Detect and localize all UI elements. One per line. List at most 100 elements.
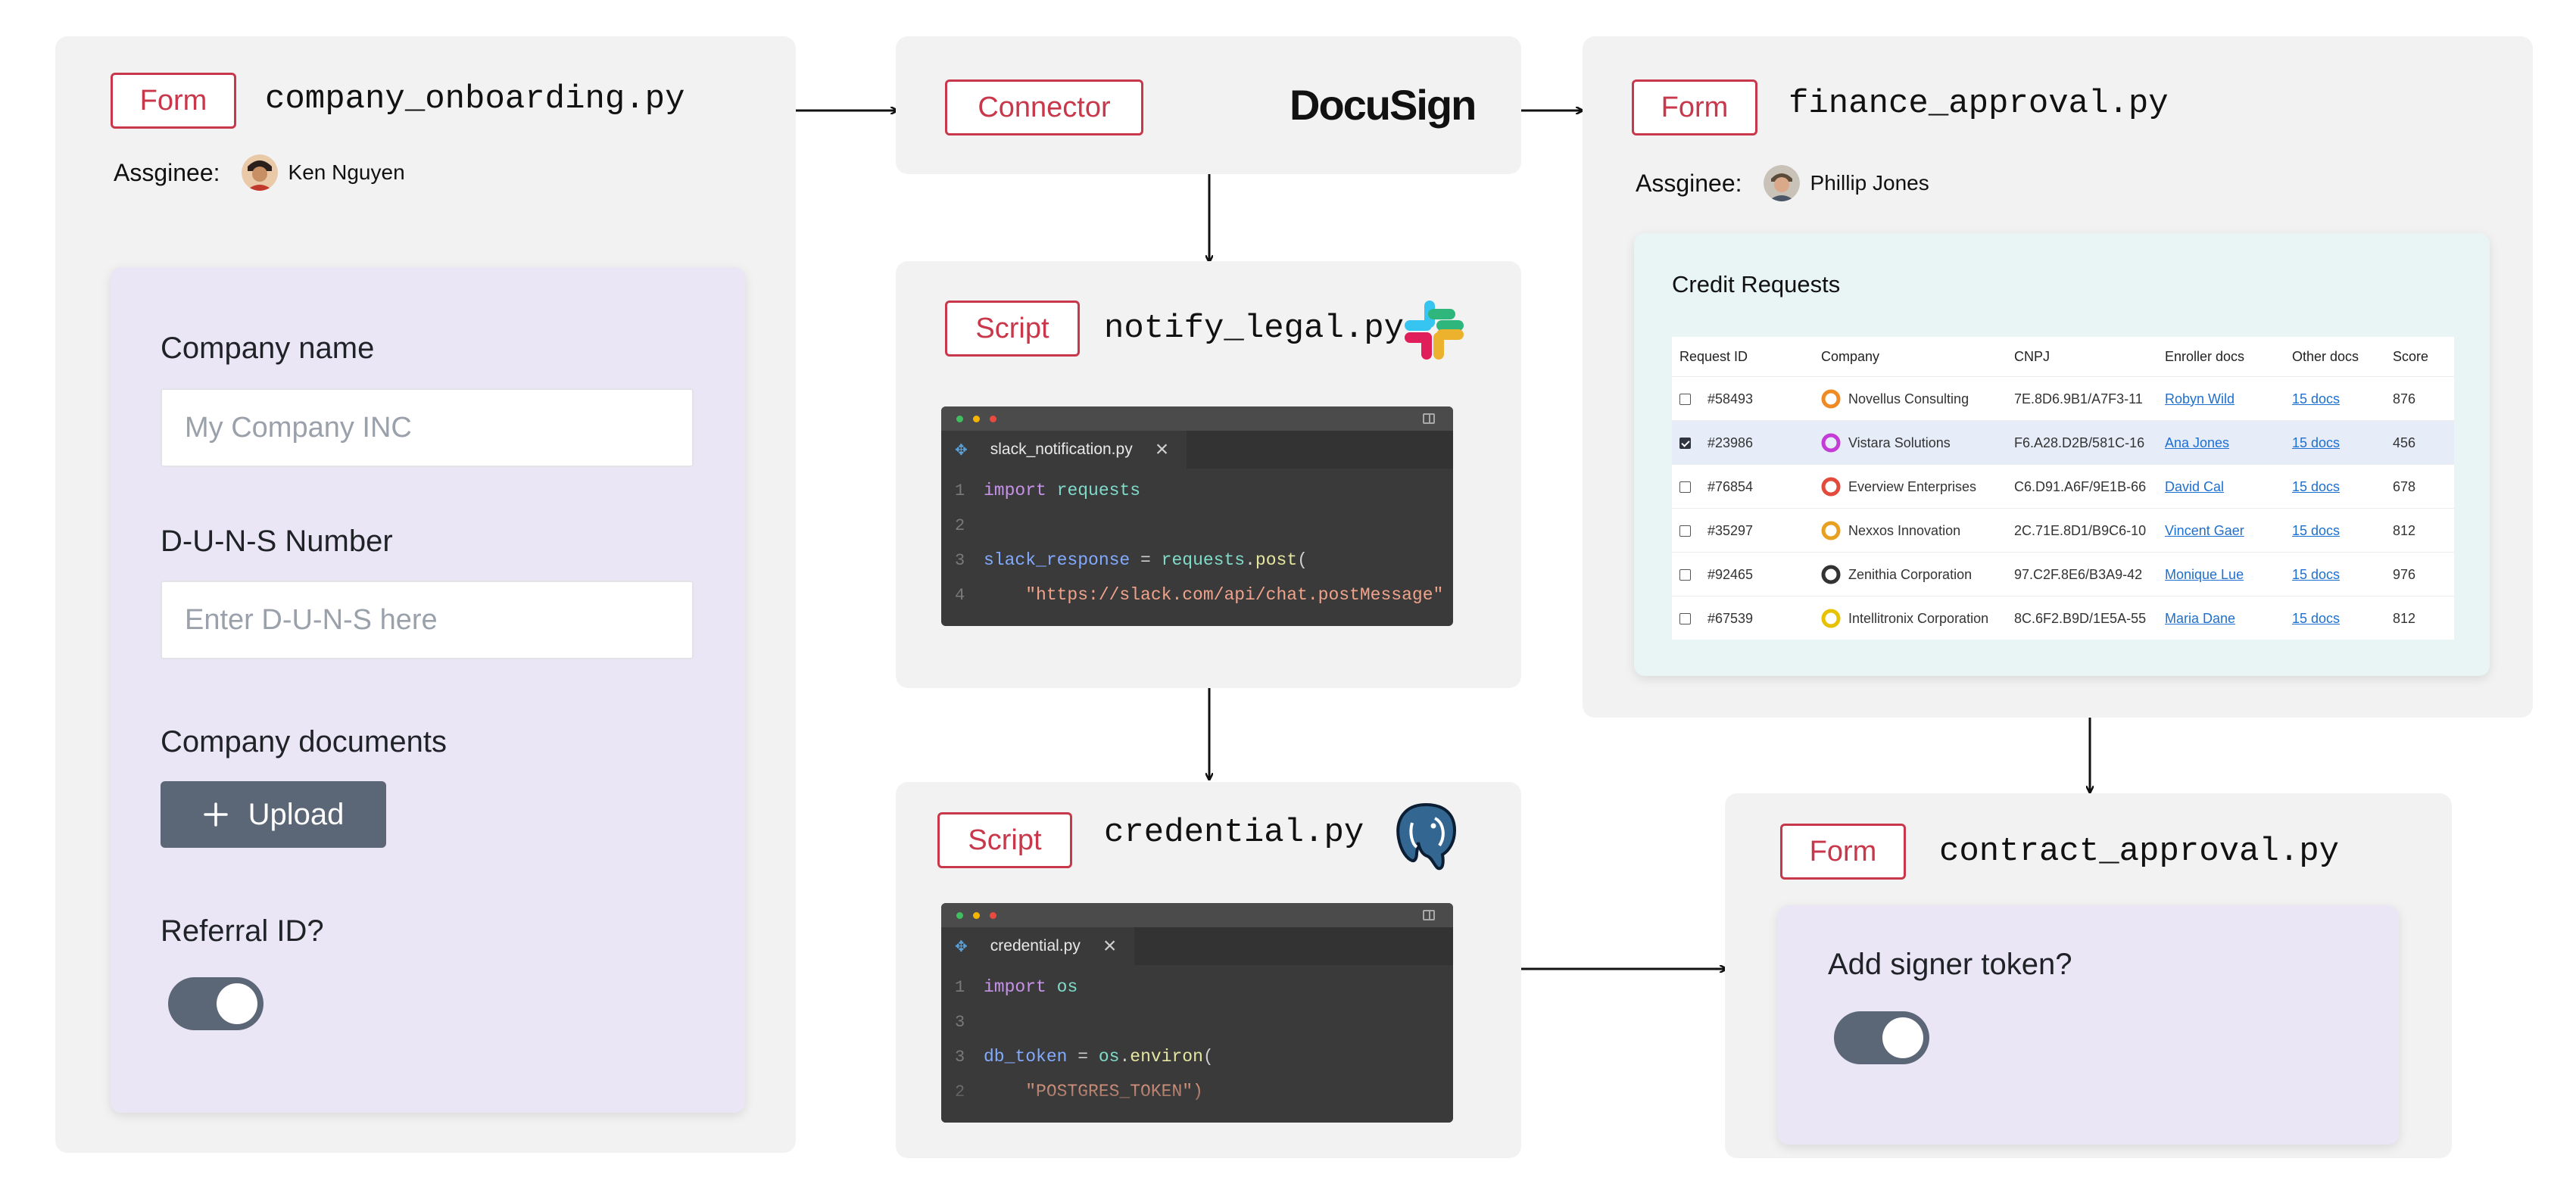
assignee: Assginee: Ken Nguyen: [114, 154, 405, 191]
onboarding-form: Company name My Company INC D-U-N-S Numb…: [111, 267, 745, 1113]
contract-approval-card: Form contract_approval.py Add signer tok…: [1725, 793, 2452, 1158]
editor-tab-label: credential.py: [990, 937, 1081, 955]
column-header[interactable]: Other docs: [2292, 349, 2359, 365]
code-line: 4 "https://slack.com/api/chat.postMessag…: [941, 578, 1443, 612]
cnpj-value: C6.D91.A6F/9E1B-66: [2014, 465, 2146, 509]
other-docs-link[interactable]: 15 docs: [2292, 421, 2340, 465]
company-name: Vistara Solutions: [1848, 435, 1951, 451]
enroller-docs-link[interactable]: Maria Dane: [2165, 596, 2235, 640]
node-filename: finance_approval.py: [1789, 85, 2169, 123]
row-checkbox[interactable]: [1679, 481, 1691, 493]
duns-number-input[interactable]: Enter D-U-N-S here: [161, 581, 694, 659]
score-value: 976: [2393, 553, 2415, 596]
row-checkbox[interactable]: [1679, 438, 1691, 449]
company-logo-icon: [1821, 477, 1841, 497]
connector-tag: Connector: [945, 79, 1143, 135]
enroller-docs-link[interactable]: David Cal: [2165, 465, 2224, 509]
assignee-label: Assginee:: [114, 159, 220, 187]
company-name-input[interactable]: My Company INC: [161, 388, 694, 467]
row-checkbox[interactable]: [1679, 613, 1691, 624]
code-editor: ✥ slack_notification.py × 1import reques…: [941, 406, 1453, 626]
code-line: 2: [941, 508, 984, 543]
table-row[interactable]: #23986 Vistara Solutions F6.A28.D2B/581C-1…: [1672, 420, 2454, 464]
company-logo-icon: [1821, 565, 1841, 584]
row-checkbox[interactable]: [1679, 569, 1691, 581]
add-signer-token-toggle[interactable]: [1834, 1011, 1929, 1064]
credential-card: Script credential.py ✥ credential.py × 1…: [896, 782, 1521, 1158]
code-line: 1import os: [941, 970, 1077, 1004]
add-signer-token-label: Add signer token?: [1828, 948, 2072, 982]
cnpj-value: F6.A28.D2B/581C-16: [2014, 421, 2144, 465]
other-docs-link[interactable]: 15 docs: [2292, 553, 2340, 596]
enroller-docs-link[interactable]: Ana Jones: [2165, 421, 2229, 465]
enroller-docs-link[interactable]: Robyn Wild: [2165, 377, 2235, 421]
column-header[interactable]: Score: [2393, 349, 2428, 365]
column-header[interactable]: Enroller docs: [2165, 349, 2244, 365]
enroller-docs-link[interactable]: Monique Lue: [2165, 553, 2244, 596]
row-checkbox[interactable]: [1679, 525, 1691, 537]
window-dot: [956, 416, 963, 422]
notify-legal-card: Script notify_legal.py ✥ slack_notificat…: [896, 261, 1521, 688]
avatar: [242, 154, 278, 191]
row-checkbox[interactable]: [1679, 394, 1691, 405]
table-body: #58493Novellus Consulting7E.8D6.9B1/A7F3…: [1672, 376, 2454, 640]
cnpj-value: 97.C2F.8E6/B3A9-42: [2014, 553, 2142, 596]
other-docs-link[interactable]: 15 docs: [2292, 509, 2340, 553]
request-id: #35297: [1707, 523, 1753, 539]
assignee-name: Phillip Jones: [1810, 171, 1929, 195]
python-file-icon: ✥: [955, 937, 968, 956]
score-value: 876: [2393, 377, 2415, 421]
form-tag: Form: [1632, 79, 1757, 135]
node-filename: credential.py: [1104, 814, 1364, 852]
cnpj-value: 2C.71E.8D1/B9C6-10: [2014, 509, 2146, 553]
slack-logo-icon: [1402, 297, 1467, 363]
company-name-label: Company name: [161, 332, 374, 366]
request-id: #76854: [1707, 479, 1753, 495]
close-tab-icon[interactable]: ×: [1103, 935, 1117, 958]
request-id: #67539: [1707, 611, 1753, 627]
window-dot: [973, 912, 980, 919]
assignee-name: Ken Nguyen: [288, 160, 405, 185]
enroller-docs-link[interactable]: Vincent Gaer: [2165, 509, 2244, 553]
close-tab-icon[interactable]: ×: [1155, 438, 1169, 461]
other-docs-link[interactable]: 15 docs: [2292, 377, 2340, 421]
other-docs-link[interactable]: 15 docs: [2292, 596, 2340, 640]
company-logo-icon: [1821, 609, 1841, 628]
upload-button[interactable]: Upload: [161, 781, 386, 848]
request-id: #23986: [1707, 435, 1753, 451]
window-dot: [973, 416, 980, 422]
split-view-icon[interactable]: [1423, 910, 1435, 920]
finance-approval-card: Form finance_approval.py Assginee: Phill…: [1583, 36, 2533, 718]
column-header[interactable]: Company: [1821, 349, 1879, 365]
table-row[interactable]: #35297 Nexxos Innovation 2C.71E.8D1/B9C6-1…: [1672, 508, 2454, 552]
editor-tab[interactable]: ✥ credential.py ×: [941, 927, 1134, 965]
company-name: Novellus Consulting: [1848, 391, 1969, 407]
column-header[interactable]: Request ID: [1679, 349, 1748, 365]
company-logo-icon: [1821, 433, 1841, 453]
editor-tab[interactable]: ✥ slack_notification.py ×: [941, 431, 1187, 469]
plus-icon: [203, 802, 229, 827]
company-documents-label: Company documents: [161, 725, 447, 759]
assignee: Assginee: Phillip Jones: [1636, 165, 1929, 201]
code-line: 3db_token = os.environ(: [941, 1039, 1214, 1074]
score-value: 812: [2393, 596, 2415, 640]
docusign-logo: DocuSign: [1290, 80, 1475, 129]
column-header[interactable]: CNPJ: [2014, 349, 2050, 365]
window-dot: [956, 912, 963, 919]
company-name: Intellitronix Corporation: [1848, 611, 1988, 627]
toggle-knob: [1882, 1017, 1923, 1058]
referral-id-toggle[interactable]: [168, 977, 264, 1030]
split-view-icon[interactable]: [1423, 413, 1435, 424]
docusign-connector-card: Connector DocuSign: [896, 36, 1521, 174]
node-filename: contract_approval.py: [1939, 833, 2339, 871]
editor-tabbar: ✥ credential.py ×: [941, 927, 1453, 965]
other-docs-link[interactable]: 15 docs: [2292, 465, 2340, 509]
company-name: Nexxos Innovation: [1848, 523, 1960, 539]
contract-approval-form: Add signer token?: [1778, 905, 2399, 1145]
script-tag: Script: [937, 812, 1072, 868]
